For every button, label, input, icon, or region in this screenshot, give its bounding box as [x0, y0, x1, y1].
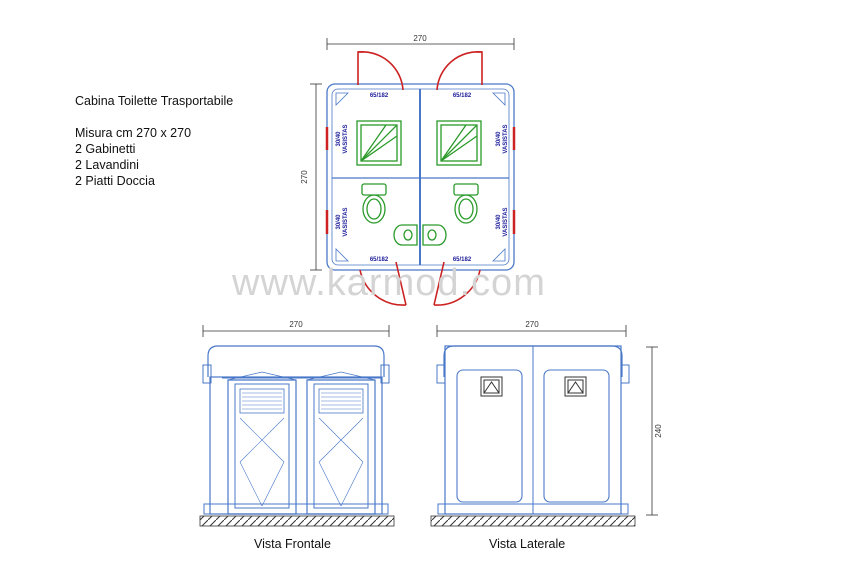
toilets: [361, 183, 479, 224]
plan-width-dimension: [326, 38, 515, 50]
side-height-dimension: [646, 346, 658, 516]
side-panel-left: [456, 369, 523, 503]
front-view-caption: Vista Frontale: [254, 537, 331, 551]
plan-height-dimension: [310, 83, 322, 271]
window-size-label: 30/40: [496, 214, 502, 230]
front-ground: [199, 515, 395, 527]
side-ground: [430, 515, 636, 527]
size-line: Misura cm 270 x 270: [75, 126, 192, 140]
side-base: [437, 503, 629, 515]
window-size-label: 30/40: [336, 131, 342, 147]
side-height-label: 240: [654, 424, 663, 438]
plan-labels: 65/182 65/182 65/182 65/182 30/40 VASIST…: [336, 93, 509, 263]
plan-height-label: 270: [300, 170, 309, 184]
description-block: Cabina Toilette Trasportabile Misura cm …: [75, 93, 233, 189]
toilets-line: 2 Gabinetti: [75, 142, 136, 156]
front-roof: [207, 345, 385, 377]
plan-outer-wall: [326, 83, 515, 271]
side-windows-small: [480, 376, 587, 397]
front-door-left: [222, 371, 302, 515]
shower-trays: [356, 120, 482, 166]
cabin-title: Cabina Toilette Trasportabile: [75, 94, 234, 108]
front-width-dimension: [202, 325, 390, 337]
bottom-doors: [359, 261, 481, 306]
side-windows: [325, 127, 516, 234]
side-width-dimension: [436, 325, 627, 337]
door-size-label: 65/182: [453, 93, 472, 99]
front-door-right: [301, 371, 381, 515]
plan-width-label: 270: [413, 34, 427, 43]
front-roof-edge: [380, 364, 390, 384]
door-size-label: 65/182: [453, 257, 472, 263]
floor-plan: 270 270: [300, 34, 516, 306]
window-type-label: VASISTAS: [503, 124, 509, 153]
window-type-label: VASISTAS: [503, 207, 509, 236]
showers-line: 2 Piatti Doccia: [75, 174, 155, 188]
window-size-label: 30/40: [336, 214, 342, 230]
side-width-label: 270: [525, 320, 539, 329]
front-roof-edge: [202, 364, 212, 384]
window-size-label: 30/40: [496, 131, 502, 147]
window-type-label: VASISTAS: [343, 124, 349, 153]
side-view-caption: Vista Laterale: [489, 537, 566, 551]
front-view: 270: [199, 320, 395, 527]
top-doors: [357, 51, 483, 91]
watermark: www.karmod.com: [232, 262, 546, 304]
door-size-label: 65/182: [370, 93, 389, 99]
door-size-label: 65/182: [370, 257, 389, 263]
front-width-label: 270: [289, 320, 303, 329]
side-view: 270 240: [430, 320, 663, 527]
corner-fixtures: [335, 92, 506, 262]
sinks-line: 2 Lavandini: [75, 158, 139, 172]
window-type-label: VASISTAS: [343, 207, 349, 236]
side-panel-right: [543, 369, 610, 503]
sinks: [393, 224, 447, 246]
